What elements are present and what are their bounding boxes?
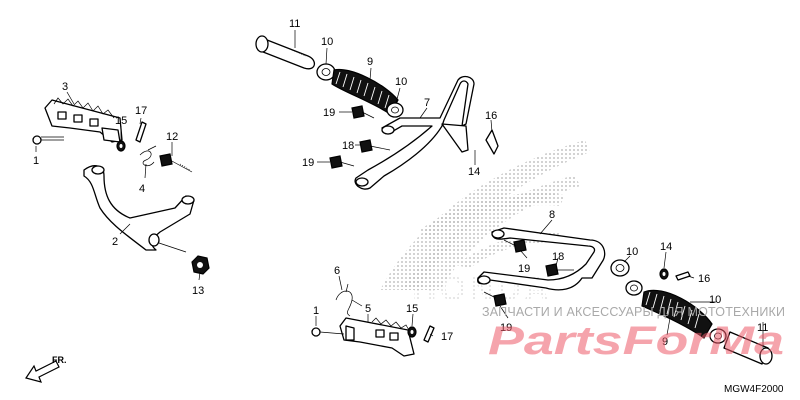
top-washer-a <box>316 63 336 81</box>
left-cotter-pin <box>135 121 147 143</box>
bottom-pin <box>311 327 345 337</box>
label-part-10-top-b: 10 <box>395 76 407 88</box>
label-part-15-bottom: 15 <box>406 303 418 315</box>
label-part-17-left: 17 <box>135 105 147 117</box>
label-part-3: 3 <box>62 81 68 93</box>
label-part-16-right: 16 <box>698 273 710 285</box>
label-part-7: 7 <box>424 97 430 109</box>
top-washer-b <box>386 102 404 118</box>
label-part-10-top-a: 10 <box>321 36 333 48</box>
left-bolt <box>159 153 193 173</box>
label-part-19-bottom: 19 <box>500 322 512 334</box>
label-part-14-right: 14 <box>660 241 672 253</box>
bottom-step-rubber <box>641 289 713 339</box>
label-part-10-right-a: 10 <box>626 246 638 258</box>
top-grip-rubber <box>255 35 315 70</box>
leader-lines <box>35 30 764 348</box>
label-part-1-bottom: 1 <box>313 305 319 317</box>
label-part-18-right: 18 <box>552 251 564 263</box>
label-part-18-top: 18 <box>342 140 354 152</box>
right-washer-a <box>610 259 630 277</box>
left-nut <box>191 255 210 275</box>
left-footpeg <box>44 97 123 143</box>
label-part-9-top: 9 <box>367 56 373 68</box>
label-part-16-top: 16 <box>485 110 497 122</box>
honda-wing-watermark: HONDA <box>380 140 590 308</box>
bottom-grip-rubber <box>723 331 773 365</box>
label-part-19-top-a: 19 <box>323 107 335 119</box>
label-part-9-bottom: 9 <box>662 336 668 348</box>
watermark-brand: PartsForMa <box>488 319 784 363</box>
label-part-19-top-b: 19 <box>302 157 314 169</box>
label-part-1-left: 1 <box>33 155 39 167</box>
right-washer-small <box>659 268 669 280</box>
left-washer <box>116 140 126 152</box>
label-part-15-left: 15 <box>115 115 127 127</box>
drawing-code: MGW4F2000 <box>724 384 784 395</box>
bottom-bolts <box>483 239 574 307</box>
bottom-footpeg <box>339 317 415 357</box>
bottom-cotter-pin <box>423 325 435 343</box>
label-part-19-right: 19 <box>518 263 530 275</box>
front-direction-indicator: FR. <box>25 355 67 383</box>
left-step-holder <box>83 165 195 253</box>
bottom-spring <box>335 283 363 317</box>
label-part-13: 13 <box>192 285 204 297</box>
label-part-17-bottom: 17 <box>441 331 453 343</box>
shop-watermark: ЗАПЧАСТИ И АКСЕССУАРЫ ДЛЯ МОТОТЕХНИКИ Pa… <box>482 305 785 363</box>
label-part-5-bottom: 5 <box>365 303 371 315</box>
right-cotter-pin <box>675 271 691 281</box>
label-part-6: 6 <box>334 265 340 277</box>
bottom-washer-small <box>407 326 417 338</box>
top-cotter-pin <box>485 129 499 155</box>
label-part-2: 2 <box>112 236 118 248</box>
label-part-8: 8 <box>549 209 555 221</box>
bottom-washer <box>709 328 727 344</box>
label-part-14-top: 14 <box>468 166 480 178</box>
left-pin <box>32 135 64 145</box>
top-bolts <box>329 105 391 169</box>
top-step-bar <box>354 75 475 190</box>
label-part-10-right-b: 10 <box>709 294 721 306</box>
part-labels: 3 1 15 17 12 4 2 13 11 10 9 10 7 19 18 1… <box>33 18 768 348</box>
bottom-step-bar <box>477 227 606 291</box>
label-part-4: 4 <box>139 183 145 195</box>
direction-label: FR. <box>52 355 67 365</box>
label-part-11-bottom: 11 <box>757 322 768 334</box>
label-part-11-top: 11 <box>289 18 300 30</box>
watermark-tagline: ЗАПЧАСТИ И АКСЕССУАРЫ ДЛЯ МОТОТЕХНИКИ <box>482 305 785 319</box>
label-part-12: 12 <box>166 131 178 143</box>
left-spring <box>139 145 157 167</box>
front-arrow-icon <box>25 360 60 383</box>
right-washer-b <box>625 280 643 296</box>
